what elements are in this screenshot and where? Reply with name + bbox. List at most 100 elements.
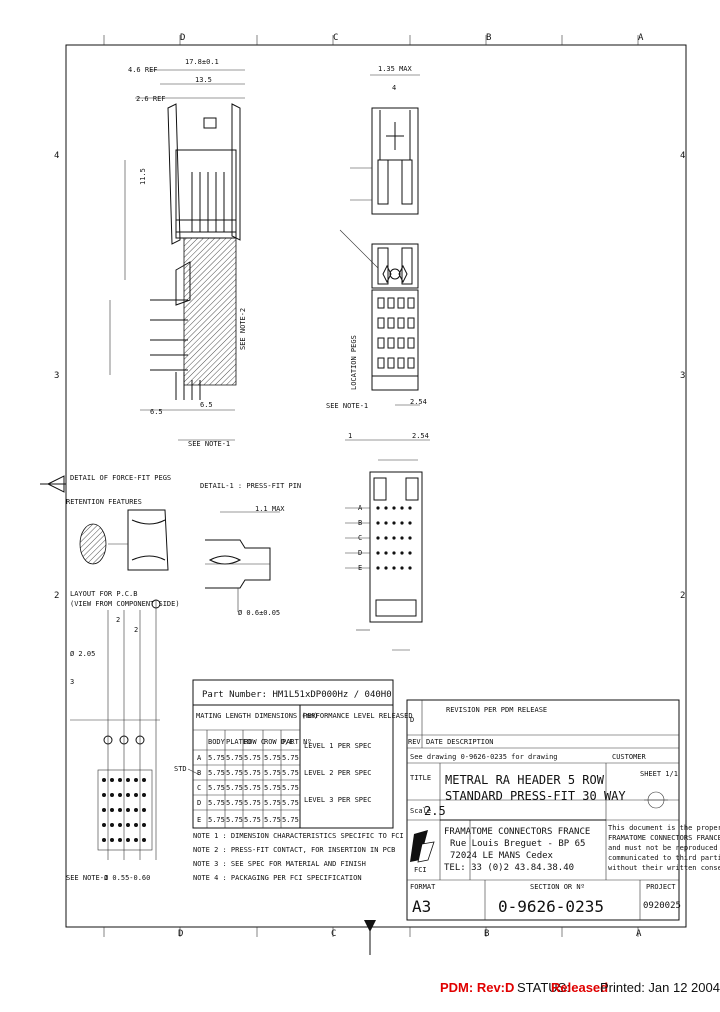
part-table-row-e-c2: 5.75	[226, 816, 243, 824]
part-table-row-a-c5: 5.75	[282, 754, 299, 762]
press-fit-title: DETAIL-1 : PRESS-FIT PIN	[200, 482, 301, 490]
section-label: SECTION OR Nº	[530, 883, 585, 891]
part-table-row-a-c3: 5.75	[244, 754, 261, 762]
revision-header-rev: REV	[408, 738, 421, 746]
project-value: 0920025	[643, 901, 681, 911]
part-table-row-d-c5: 5.75	[282, 799, 299, 807]
front-lower-contact-grid	[376, 506, 412, 570]
pdm-revision: PDM: Rev:D	[440, 980, 515, 995]
revision-letter: D	[410, 716, 414, 724]
part-table-header-part: PART Nº	[282, 738, 312, 746]
part-table-header-row-de: ROW D/E	[264, 738, 294, 746]
front-upper-see-note-1: SEE NOTE-1	[326, 402, 368, 410]
note-4: NOTE 4 : PACKAGING PER FCI SPECIFICATION	[193, 874, 362, 882]
row-label-c: C	[358, 534, 362, 542]
part-table-row-b-c3: 5.75	[244, 769, 261, 777]
title-block: D REVISION PER PDM RELEASE REV DATE DESC…	[406, 699, 720, 921]
part-table-row-c-c1: 5.75	[208, 784, 225, 792]
detail-force-fit: DETAIL OF FORCE-FIT PEGS RETENTION FEATU…	[66, 474, 171, 571]
zone-number-2-left: 2	[54, 591, 59, 601]
part-table-row-d-c3: 5.75	[244, 799, 261, 807]
row-label-d: D	[358, 549, 362, 557]
part-table-title: Part Number: HM1L51xDP000Hz / 040H0	[202, 690, 392, 700]
customer-label: CUSTOMER	[612, 753, 647, 761]
row-label-e: E	[358, 564, 362, 572]
part-table-row-d-c2: 5.75	[226, 799, 243, 807]
status-label: STATUS:	[517, 980, 570, 995]
company-line-2: Rue Louis Breguet - BP 65	[450, 839, 585, 849]
revision-desc: REVISION PER PDM RELEASE	[446, 706, 547, 714]
zone-ticks-bottom	[103, 927, 639, 937]
reference-note: See drawing 0-9626-0235 for drawing	[410, 753, 558, 761]
part-table-header-row-c: ROW C	[244, 738, 265, 746]
scale-label: Scale	[410, 807, 431, 815]
part-table-row-c-c5: 5.75	[282, 784, 299, 792]
part-table-row-d-c1: 5.75	[208, 799, 225, 807]
project-label: PROJECT	[646, 883, 676, 891]
zone-letter-bottom-a: A	[636, 929, 642, 939]
scale-value: 2.5	[424, 804, 446, 818]
part-table-col-b: PERFORMANCE LEVEL RELEASED	[303, 712, 413, 720]
confidential-line-2: FRAMATOME CONNECTORS FRANCE	[608, 834, 720, 842]
part-table-row-a-c2: 5.75	[226, 754, 243, 762]
part-table-row-a-label: A	[197, 754, 202, 762]
detail-press-fit: DETAIL-1 : PRESS-FIT PIN 1.1 MAX Ø 0.6±0…	[200, 482, 301, 617]
drawing-title-line-2: STANDARD PRESS-FIT 30 WAY	[445, 789, 626, 803]
dim-4: 4	[392, 84, 396, 92]
pcb-dim-3: 3	[70, 678, 74, 686]
confidential-line-4: communicated to third parties	[608, 854, 720, 862]
zone-letter-bottom-c: C	[331, 929, 336, 939]
force-fit-retention-label: RETENTION FEATURES	[66, 498, 142, 506]
part-table-row-e-c5: 5.75	[282, 816, 299, 824]
part-table-row-b-c5: 5.75	[282, 769, 299, 777]
zone-letter-top-b: B	[486, 33, 491, 43]
note-1: NOTE 1 : DIMENSION CHARACTERISTICS SPECI…	[193, 832, 404, 840]
confidential-line-1: This document is the property of	[608, 824, 720, 832]
part-table-row-c-c3: 5.75	[244, 784, 261, 792]
zone-letter-bottom-d: D	[178, 929, 183, 939]
row-label-a: A	[358, 504, 363, 512]
title-label: TITLE	[410, 774, 431, 782]
zone-letter-top-d: D	[180, 33, 185, 43]
force-fit-title: DETAIL OF FORCE-FIT PEGS	[70, 474, 171, 482]
drawing-number: 0-9626-0235	[498, 897, 604, 916]
pcb-dim-dia: Ø 2.05	[70, 650, 95, 658]
format-label: FORMAT	[410, 883, 436, 891]
part-number-table: Part Number: HM1L51xDP000Hz / 040H0 MATI…	[174, 679, 413, 829]
dim-6-5-left: 6.5	[150, 408, 163, 416]
part-table-perf-2: LEVEL 2 PER SPEC	[304, 769, 371, 777]
zone-letter-top-c: C	[333, 33, 338, 43]
company-line-3: 72024 LE MANS Cedex	[450, 851, 554, 861]
zone-number-4-right: 4	[680, 151, 685, 161]
company-line-1: FRAMATOME CONNECTORS FRANCE	[444, 827, 590, 837]
pcb-dim-2-b: 2	[134, 626, 138, 634]
zone-number-4-left: 4	[54, 151, 59, 161]
pcb-layout: LAYOUT FOR P.C.B (VIEW FROM COMPONENT SI…	[66, 590, 180, 882]
dim-2-54-upper: 2.54	[410, 398, 427, 406]
dim-1-lower: 1	[348, 432, 352, 440]
pcb-dim-hole: Ø 0.55-0.60	[104, 874, 150, 882]
row-label-b: B	[358, 519, 362, 527]
part-table-row-d-label: D	[197, 799, 201, 807]
part-table-row-c-c2: 5.75	[226, 784, 243, 792]
note-2: NOTE 2 : PRESS-FIT CONTACT, FOR INSERTIO…	[193, 846, 395, 854]
dim-13-5: 13.5	[195, 76, 212, 84]
dim-2-54-lower: 2.54	[412, 432, 429, 440]
front-upper-contact-grid	[371, 289, 419, 391]
revision-header-desc: DATE DESCRIPTION	[426, 738, 493, 746]
dim-11-5: 11.5	[139, 168, 147, 185]
part-table-row-b-c2: 5.75	[226, 769, 243, 777]
pcb-see-note-1: SEE NOTE-1	[66, 874, 108, 882]
part-table-perf-1: LEVEL 1 PER SPEC	[304, 742, 371, 750]
dim-2-6-ref: 2.6 REF	[136, 95, 166, 103]
part-table-row-e-c1: 5.75	[208, 816, 225, 824]
dim-17-8: 17.8±0.1	[185, 58, 219, 66]
side-view: 4.6 REF 17.8±0.1 2.6 REF 13.5	[109, 58, 247, 448]
part-table-row-e-c4: 5.75	[264, 816, 281, 824]
pcb-dim-2-a: 2	[116, 616, 120, 624]
part-table-row-e-c3: 5.75	[244, 816, 261, 824]
zone-number-2-right: 2	[680, 591, 685, 601]
part-table-row-e-label: E	[197, 816, 201, 824]
part-table-std-label: STD	[174, 765, 187, 773]
